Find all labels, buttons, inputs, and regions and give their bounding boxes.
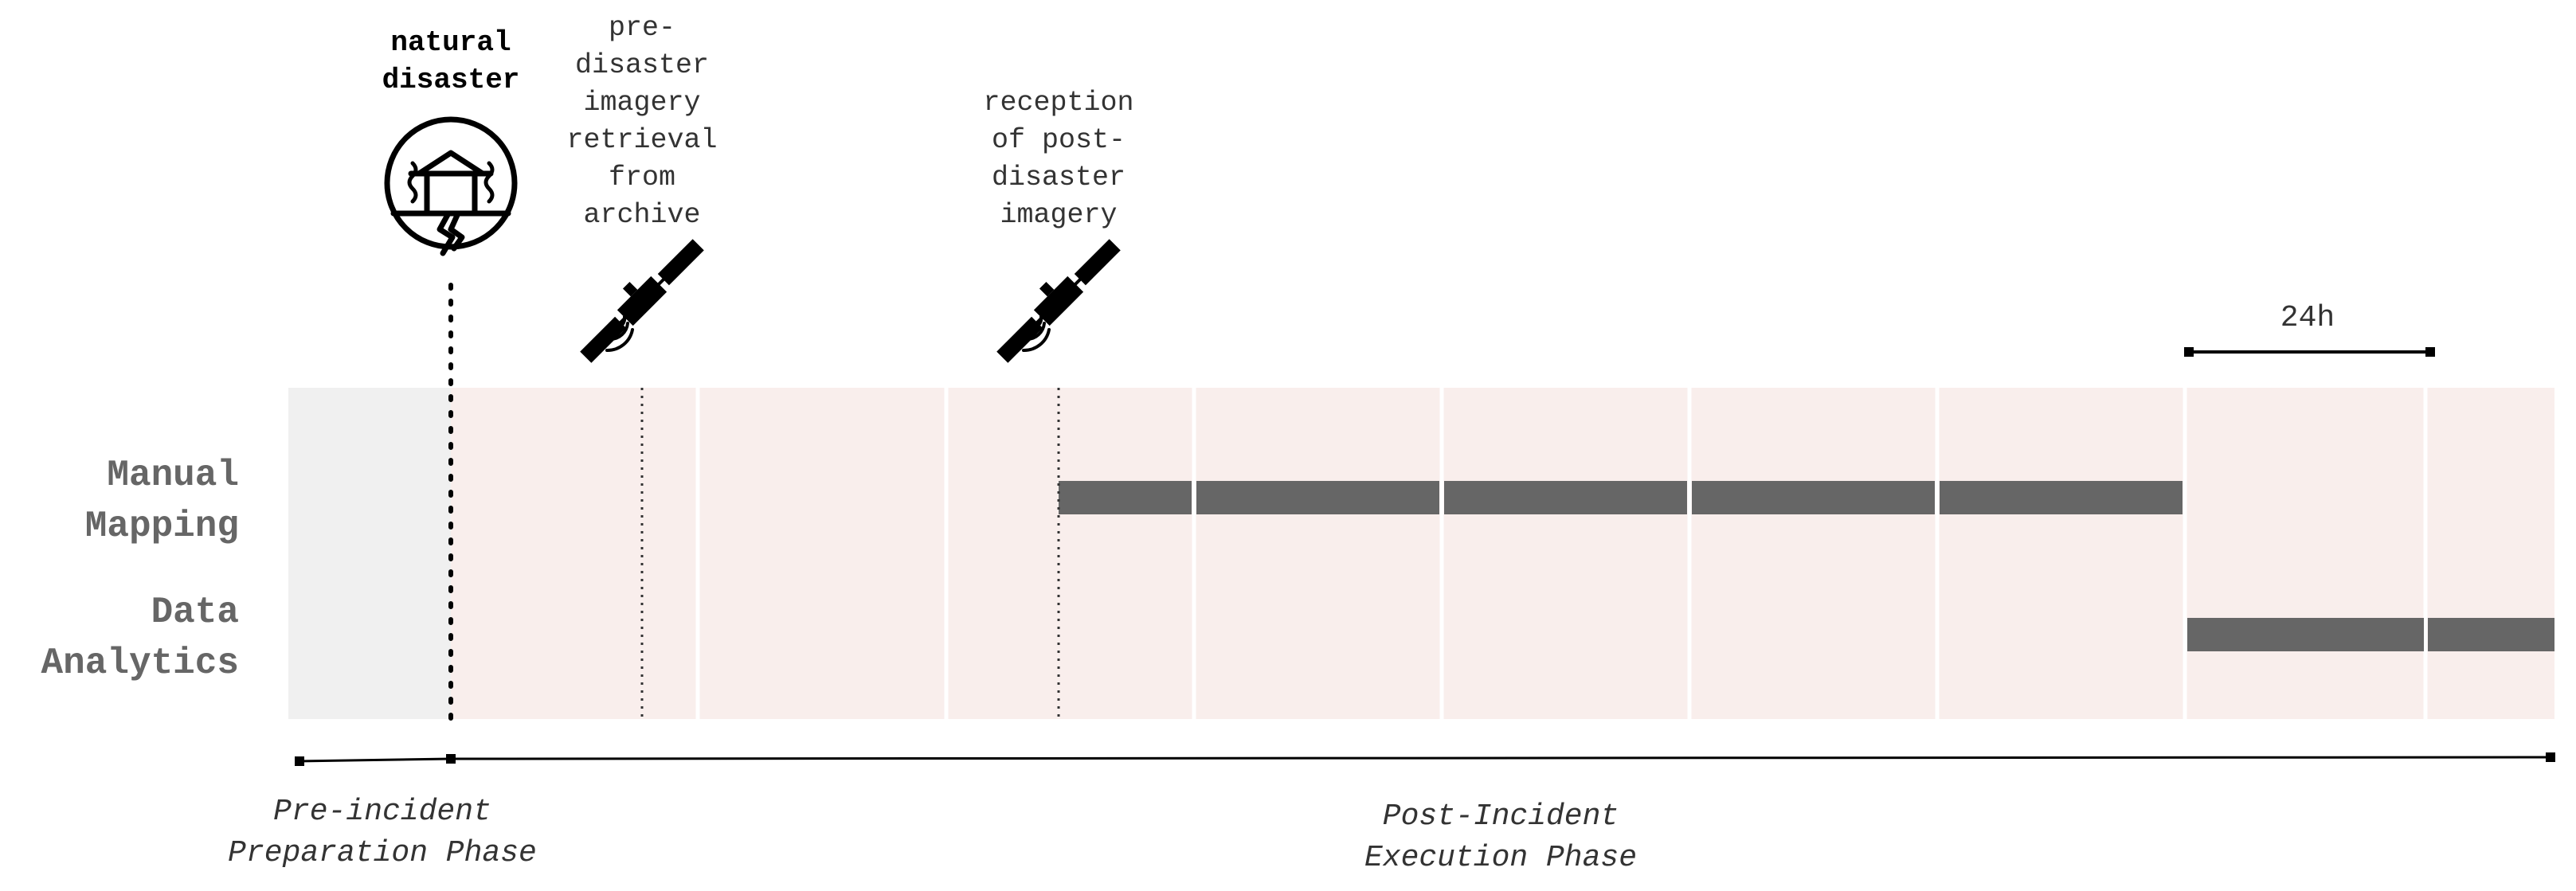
execution-phase-region: [451, 388, 2554, 719]
preparation-phase-region: [288, 388, 451, 719]
satellite-icon: [996, 239, 1121, 363]
grid-separators: [695, 388, 2428, 719]
phase-axis: [295, 752, 2555, 766]
earthquake-house-icon: [384, 116, 518, 256]
duration-span-indicator: [2184, 347, 2435, 357]
pre-incident-phase-label: Pre-incident Preparation Phase: [228, 795, 537, 870]
manual-mapping-bar: [1059, 481, 2183, 514]
post-incident-phase-label: Post-Incident Execution Phase: [1364, 799, 1638, 875]
pre-imagery-label: pre- disaster imagery retrieval from arc…: [566, 12, 718, 231]
satellite-icon: [580, 239, 704, 363]
data-analytics-bar: [2187, 618, 2554, 651]
row-label-manual-mapping: Manual Mapping: [84, 455, 239, 547]
natural-disaster-label: natural disaster: [382, 26, 520, 96]
row-label-data-analytics: Data Analytics: [41, 592, 239, 684]
duration-label: 24h: [2280, 301, 2335, 335]
post-imagery-label: reception of post- disaster imagery: [983, 87, 1134, 231]
